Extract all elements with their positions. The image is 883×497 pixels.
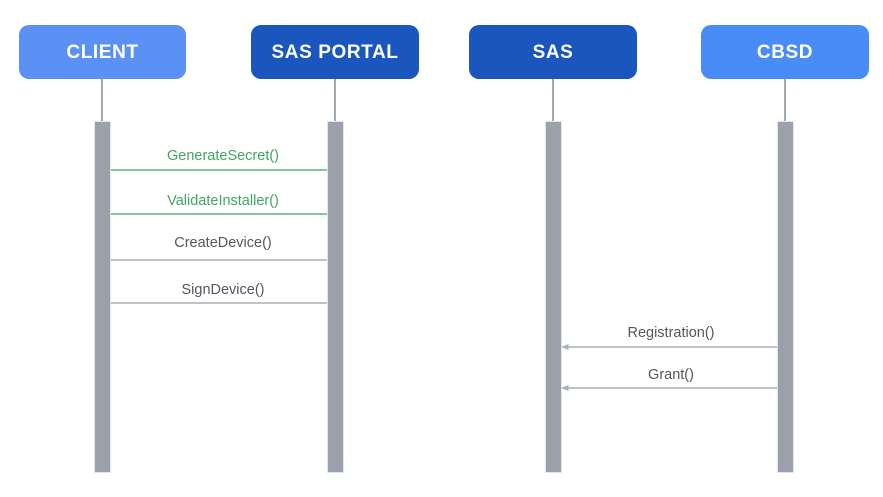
message-label-create-device: CreateDevice() — [174, 235, 272, 251]
activation-bar-client — [93, 121, 111, 473]
participant-label: SAS PORTAL — [271, 41, 399, 63]
message-arrow-layer — [111, 167, 777, 391]
message-label-grant: Grant() — [648, 367, 694, 383]
activation-bar-sas — [544, 121, 562, 473]
participant-client[interactable]: CLIENT — [19, 25, 186, 79]
activation-bar-sas-portal — [326, 121, 344, 473]
participant-sas[interactable]: SAS — [469, 25, 637, 79]
participant-label: CBSD — [756, 41, 814, 63]
participant-label: SAS — [532, 41, 574, 63]
activation-bar-cbsd — [776, 121, 794, 473]
participant-sas-portal[interactable]: SAS PORTAL — [251, 25, 419, 79]
participant-cbsd[interactable]: CBSD — [701, 25, 869, 79]
lifeline-layer — [101, 79, 786, 121]
participant-label: CLIENT — [66, 41, 139, 63]
message-label-generate-secret: GenerateSecret() — [166, 148, 280, 164]
message-label-registration: Registration() — [627, 325, 715, 341]
message-label-validate-installer: ValidateInstaller() — [167, 193, 279, 209]
message-label-sign-device: SignDevice() — [181, 282, 265, 298]
